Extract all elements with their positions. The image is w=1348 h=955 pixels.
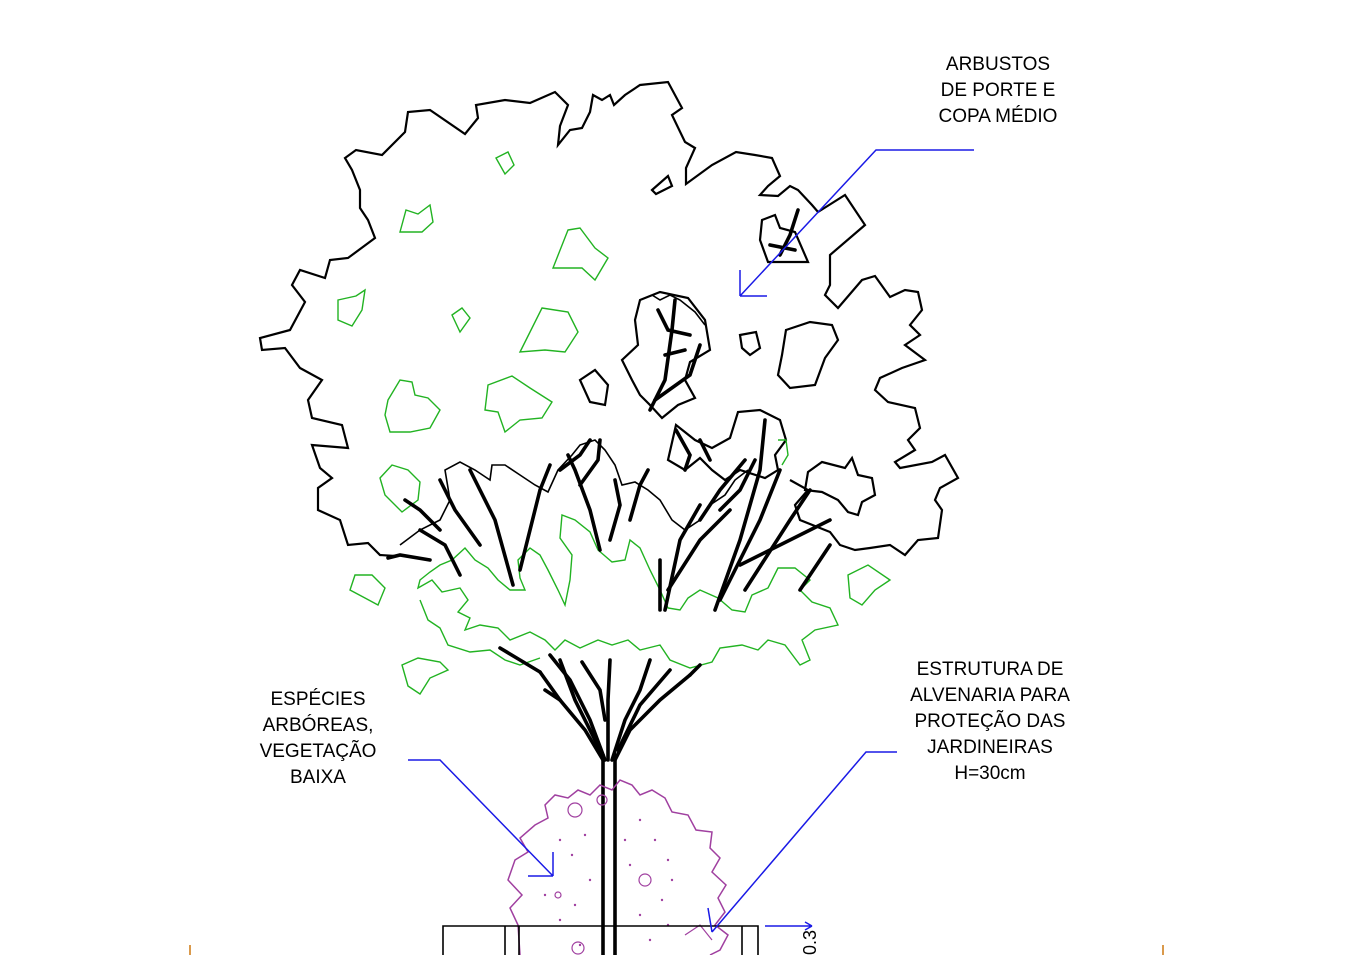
leader-structure (707, 751, 897, 933)
label-trees: ESPÉCIES ARBÓREAS, VEGETAÇÃO BAIXA (259, 689, 377, 788)
section-markers (189, 945, 1164, 955)
leader-lines (408, 149, 974, 933)
leader-trees (408, 759, 554, 877)
tree-crown-outline (258, 80, 960, 558)
label-shrubs: ARBUSTOS DE PORTE E COPA MÉDIO (938, 54, 1058, 127)
tree-branches (386, 208, 832, 955)
shrub-texture (543, 818, 674, 947)
dimension-arrow (765, 921, 813, 931)
leader-shrubs (739, 149, 974, 297)
label-structure: ESTRUTURA DE ALVENARIA PARA PROTEÇÃO DAS… (910, 659, 1070, 784)
lower-foliage-band-edge (419, 599, 541, 666)
shrub-outline (507, 779, 729, 955)
planter-structure (442, 925, 759, 955)
crown-inner-shapes (578, 174, 877, 517)
foliage-patches (337, 151, 892, 695)
branch-outlines (399, 294, 749, 546)
lower-foliage-band (416, 514, 840, 669)
dimension-label: 0.3 (800, 930, 820, 955)
shrub-small-marks (554, 794, 713, 955)
